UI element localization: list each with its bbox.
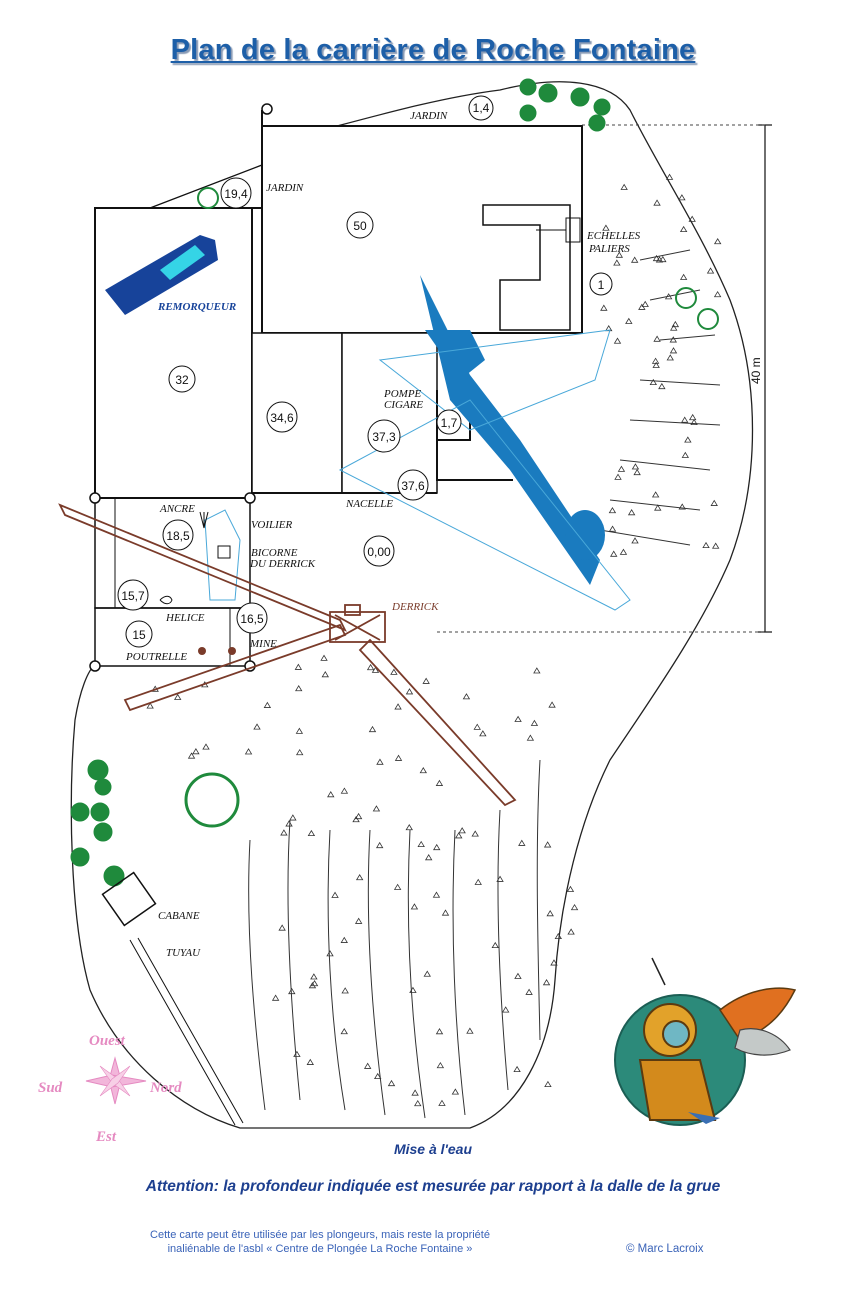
depth-15: 15	[132, 628, 146, 642]
copyright-notice: Cette carte peut être utilisée par les p…	[100, 1228, 540, 1256]
diver-illustration	[614, 957, 797, 1126]
footer-line-2: inaliénable de l'asbl « Centre de Plongé…	[167, 1243, 473, 1255]
echelles-structure	[482, 204, 571, 331]
compass-sud: Sud	[38, 1080, 63, 1096]
label-mine: MINE	[249, 638, 277, 650]
label-ancre: ANCRE	[159, 503, 195, 515]
compass-est: Est	[95, 1129, 117, 1145]
depth-0-00: 0,00	[367, 545, 391, 559]
label-tuyau: TUYAU	[166, 947, 201, 959]
platform-37-3	[341, 332, 438, 494]
depth-50: 50	[353, 219, 367, 233]
label-cigare: CIGARE	[384, 399, 423, 411]
attention-note: Attention: la profondeur indiquée est me…	[145, 1178, 721, 1195]
compass-nord: Nord	[149, 1080, 182, 1096]
depth-37-3: 37,3	[372, 430, 396, 444]
label-derrick: DERRICK	[391, 601, 439, 613]
depth-1-4: 1,4	[473, 101, 490, 115]
label-nacelle: NACELLE	[345, 498, 393, 510]
anchor-icon	[199, 511, 209, 529]
mise-a-l-eau-label: Mise à l'eau	[393, 1141, 473, 1157]
compass-ouest: Ouest	[89, 1033, 126, 1049]
label-helice: HELICE	[165, 612, 205, 624]
quarry-outline	[70, 81, 754, 1129]
platform-50	[261, 125, 583, 334]
label-voilier: VOILIER	[251, 519, 292, 531]
voilier-boat	[204, 509, 241, 601]
tuyau	[129, 937, 244, 1126]
label-bicorne: BICORNE	[251, 547, 298, 559]
depth-34-6: 34,6	[270, 411, 294, 425]
depth-1: 1	[598, 278, 605, 292]
derrick-crane	[58, 503, 517, 807]
rocks	[146, 173, 722, 1107]
depth-1-7: 1,7	[441, 416, 458, 430]
scale-bar: 40 m	[437, 124, 772, 633]
depth-18-5: 18,5	[166, 529, 190, 543]
label-remorqueur: REMORQUEUR	[157, 301, 236, 313]
propeller-icon	[159, 595, 173, 605]
depth-37-6: 37,6	[401, 479, 425, 493]
label-cabane: CABANE	[158, 910, 200, 922]
remorqueur-boat	[105, 235, 218, 315]
label-jardin-top: JARDIN	[410, 110, 448, 122]
depth-16-5: 16,5	[240, 612, 264, 626]
depth-32: 32	[175, 373, 189, 387]
label-poutrelle: POUTRELLE	[125, 651, 187, 663]
label-paliers: PALIERS	[588, 243, 630, 255]
label-du-derrick: DU DERRICK	[249, 558, 316, 570]
aircraft-wreck	[338, 275, 631, 611]
scale-label: 40 m	[749, 357, 763, 384]
footer-line-1: Cette carte peut être utilisée par les p…	[150, 1229, 490, 1241]
depth-19-4: 19,4	[224, 187, 248, 201]
slope-hatching	[248, 249, 721, 1119]
platform-34-6	[251, 332, 343, 494]
platform-15	[94, 607, 251, 667]
compass-rose: Ouest Sud Nord Est	[38, 1033, 182, 1145]
trees	[70, 78, 719, 887]
label-echelles: ECHELLES	[586, 230, 641, 242]
depth-15-7: 15,7	[121, 589, 145, 603]
cabane	[101, 871, 157, 927]
label-jardin-left: JARDIN	[266, 182, 304, 194]
author-credit: © Marc Lacroix	[626, 1243, 704, 1255]
label-pompe: POMPE	[383, 388, 422, 400]
page-title: Plan de la carrière de Roche Fontaine	[170, 34, 696, 66]
